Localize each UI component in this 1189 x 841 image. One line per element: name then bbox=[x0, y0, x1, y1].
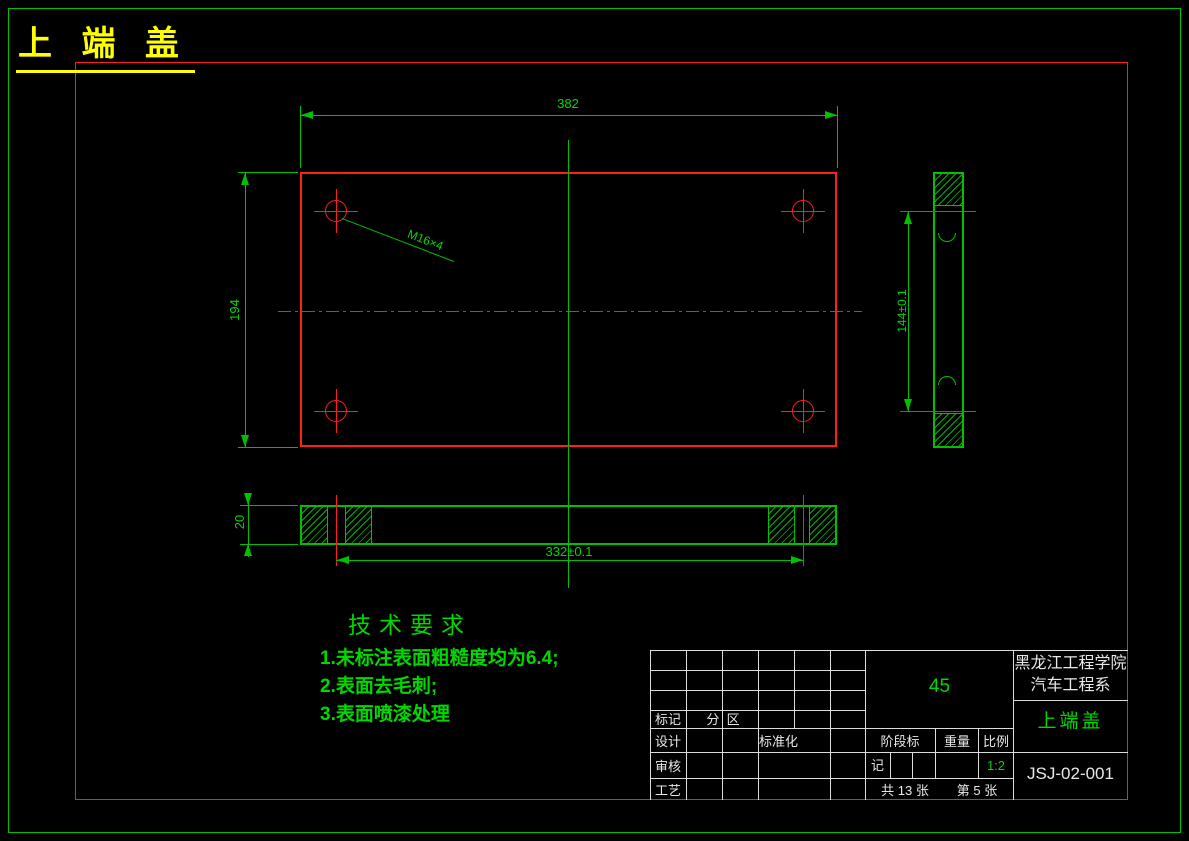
hole-crosshair-v bbox=[803, 389, 804, 433]
title-block-stage-label-line2: 记 bbox=[870, 758, 884, 773]
title-block-line bbox=[912, 752, 913, 778]
hatch-block bbox=[768, 507, 795, 543]
title-block-line bbox=[686, 650, 687, 800]
title-block-line bbox=[650, 650, 1128, 651]
dim-144-text: 144±0.1 bbox=[895, 289, 909, 333]
dim-arrow bbox=[241, 173, 249, 185]
side-view-hatch-top bbox=[935, 174, 962, 205]
dim-arrow bbox=[244, 493, 252, 505]
dim-arrow bbox=[244, 544, 252, 556]
dim-194-text: 194 bbox=[227, 299, 242, 321]
title-block-sheet-total: 共 13 张 bbox=[881, 783, 929, 798]
title-block-process-label: 工艺 bbox=[654, 783, 681, 798]
hole-crosshair-v bbox=[803, 189, 804, 233]
dim-194-line bbox=[245, 172, 246, 448]
title-block-scale-label: 比例 bbox=[982, 734, 1009, 749]
dim-382-extension-left bbox=[300, 106, 301, 168]
dim-20-extension-bottom bbox=[240, 544, 298, 545]
title-block-line bbox=[1013, 650, 1014, 800]
dim-arrow bbox=[825, 111, 837, 119]
tech-requirement-item: 2.表面去毛刺; bbox=[320, 676, 438, 697]
dim-20-line bbox=[248, 493, 249, 557]
outer-border-frame bbox=[8, 8, 1181, 833]
hatch-block bbox=[809, 507, 835, 543]
title-block-sheet-number: 第 5 张 bbox=[956, 783, 998, 798]
bottom-view-hole-centerline-right bbox=[803, 495, 804, 566]
title-block-line bbox=[650, 728, 1013, 729]
title-block-part-name: 上端盖 bbox=[1037, 711, 1104, 732]
thread-arc-bottom bbox=[938, 374, 958, 385]
title-block-weight-label: 重量 bbox=[943, 734, 970, 749]
title-block-line bbox=[830, 650, 831, 800]
title-block-line bbox=[650, 710, 865, 711]
dim-arrow bbox=[337, 556, 349, 564]
dim-arrow bbox=[301, 111, 313, 119]
title-block-line bbox=[650, 690, 865, 691]
dim-20-extension-top bbox=[240, 505, 298, 506]
bottom-view-outline bbox=[300, 505, 837, 545]
title-block-line bbox=[794, 650, 795, 728]
dim-382-extension-right bbox=[837, 106, 838, 168]
dim-382-line bbox=[300, 115, 838, 116]
title-block-department: 汽车工程系 bbox=[1030, 677, 1111, 694]
title-block-design-label: 设计 bbox=[654, 734, 681, 749]
inner-border-frame bbox=[75, 62, 1128, 800]
title-block-line bbox=[650, 778, 1013, 779]
title-block-scale-value: 1:2 bbox=[986, 758, 1006, 773]
title-block-line bbox=[650, 752, 1128, 753]
title-block-drawing-number: JSJ-02-001 bbox=[1027, 764, 1114, 783]
title-block-line bbox=[758, 650, 759, 800]
tech-requirements-heading: 技术要求 bbox=[348, 612, 472, 638]
title-block-material: 45 bbox=[928, 676, 951, 697]
side-view-hatch-bottom bbox=[935, 414, 962, 446]
dim-arrow bbox=[904, 399, 912, 411]
dim-144-line bbox=[908, 211, 909, 411]
hole-crosshair-v bbox=[336, 389, 337, 433]
dim-arrow bbox=[791, 556, 803, 564]
dim-arrow bbox=[904, 212, 912, 224]
tech-requirement-item: 3.表面喷漆处理 bbox=[320, 704, 450, 725]
title-block-mark-label: 标记 bbox=[654, 712, 681, 727]
title-block-stage-label-line1: 阶段标 bbox=[880, 734, 920, 749]
title-block-zone-label: 分 区 bbox=[706, 712, 740, 727]
title-block-line bbox=[890, 752, 891, 778]
dim-194-extension-bottom bbox=[238, 447, 298, 448]
dim-20-text: 20 bbox=[232, 514, 247, 530]
hole-crosshair-v bbox=[336, 189, 337, 233]
dim-382-text: 382 bbox=[557, 96, 579, 111]
side-view-outline bbox=[933, 172, 964, 448]
dim-332-line bbox=[336, 560, 804, 561]
title-block-standard-label: 标准化 bbox=[759, 734, 799, 749]
arc-shape bbox=[938, 376, 956, 385]
title-block-school: 黑龙江工程学院 bbox=[1014, 655, 1127, 672]
side-view-edge-line bbox=[935, 413, 962, 414]
title-block-line bbox=[865, 650, 866, 800]
dim-194-extension-top bbox=[238, 172, 298, 173]
hatch-block bbox=[302, 507, 328, 543]
title-block-line bbox=[935, 728, 936, 778]
side-view-edge-line bbox=[935, 205, 962, 206]
tech-requirement-item: 1.未标注表面粗糙度均为6.4; bbox=[320, 648, 559, 669]
title-block-line bbox=[650, 670, 865, 671]
hatch-block bbox=[345, 507, 372, 543]
title-block-line bbox=[1013, 700, 1128, 701]
title-block-line bbox=[978, 728, 979, 778]
arc-shape bbox=[938, 233, 956, 242]
thread-arc-top bbox=[938, 233, 958, 244]
centerline-horizontal bbox=[278, 311, 862, 312]
side-view-centerline-top bbox=[900, 211, 976, 212]
title-block-review-label: 审核 bbox=[654, 759, 681, 774]
bottom-view-hole-centerline-left bbox=[336, 495, 337, 566]
centerline-vertical bbox=[568, 140, 569, 588]
dim-arrow bbox=[241, 435, 249, 447]
drawing-title: 上 端 盖 bbox=[16, 16, 195, 73]
side-view-centerline-bottom bbox=[900, 411, 976, 412]
title-block-line bbox=[650, 650, 651, 800]
dim-332-text: 332±0.1 bbox=[545, 544, 593, 559]
title-block-line bbox=[722, 650, 723, 800]
